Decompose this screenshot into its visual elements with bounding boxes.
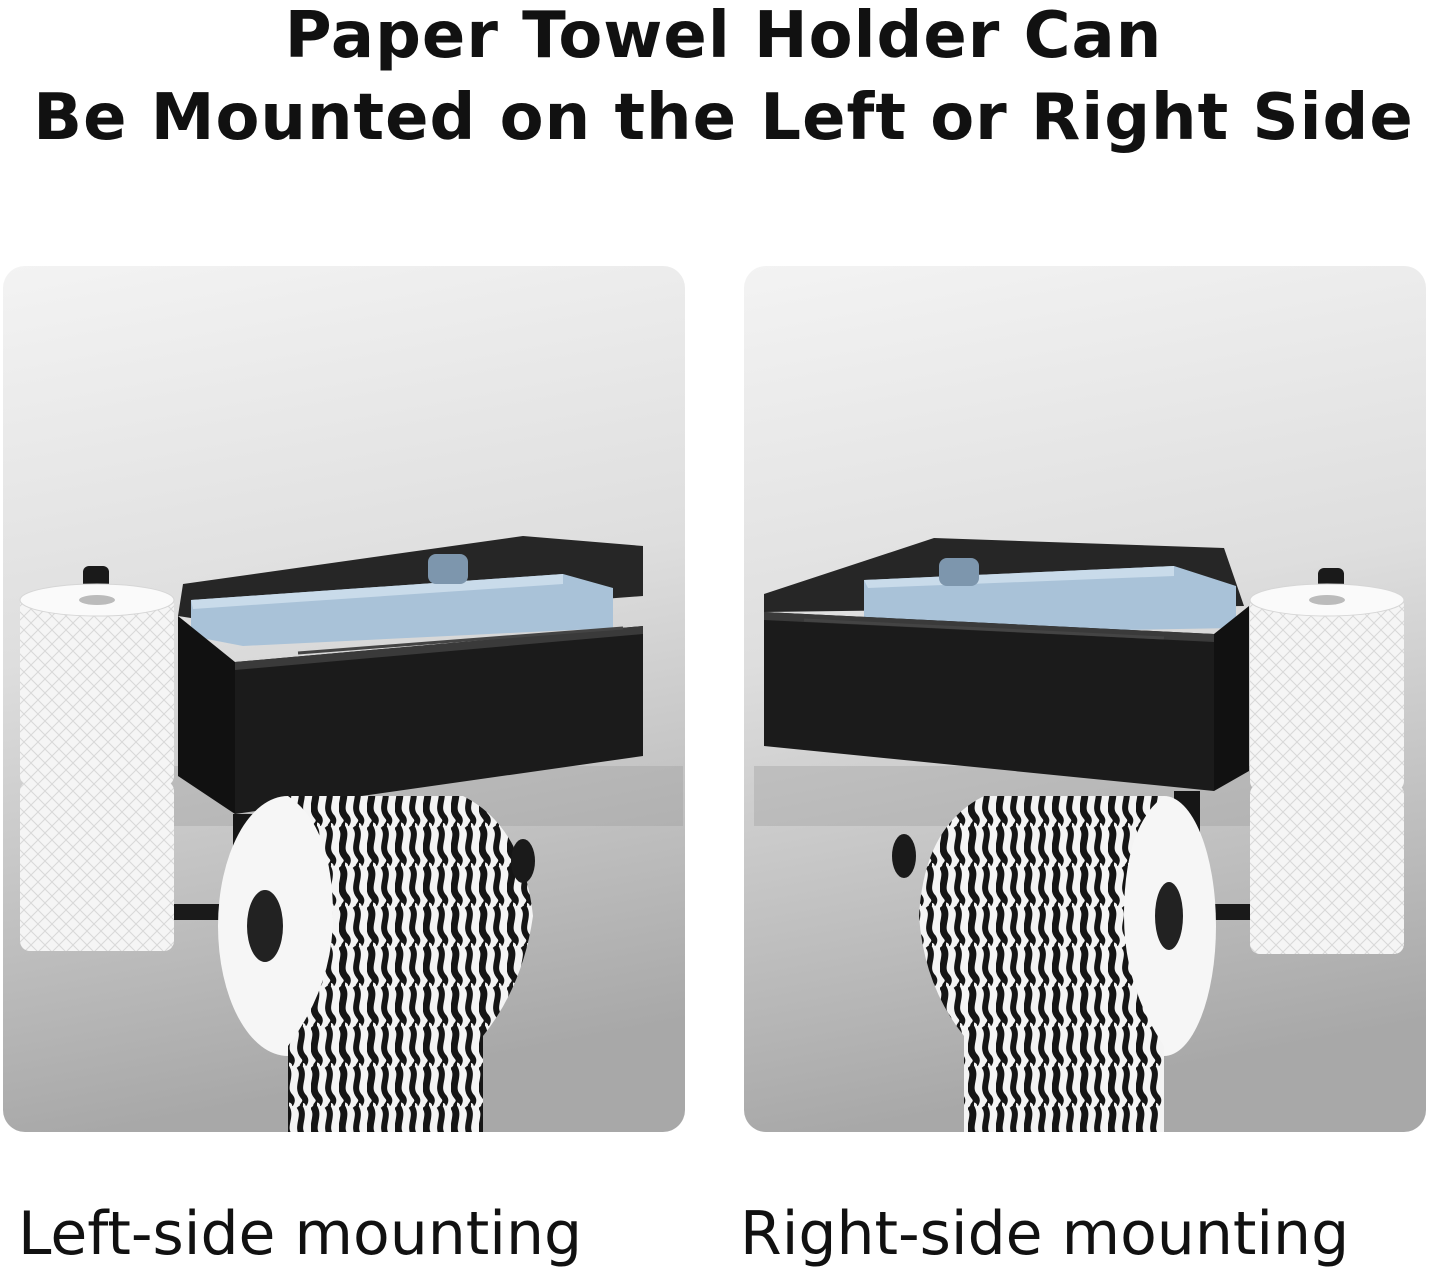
- left-side-caption: Left-side mounting: [18, 1199, 583, 1269]
- left-mounting-photo: [3, 266, 685, 1132]
- headline-line-1: Paper Towel Holder Can: [284, 0, 1163, 73]
- right-mounting-photo: [744, 266, 1426, 1132]
- right-side-caption: Right-side mounting: [740, 1199, 1350, 1269]
- headline-line-2: Be Mounted on the Left or Right Side: [33, 81, 1414, 155]
